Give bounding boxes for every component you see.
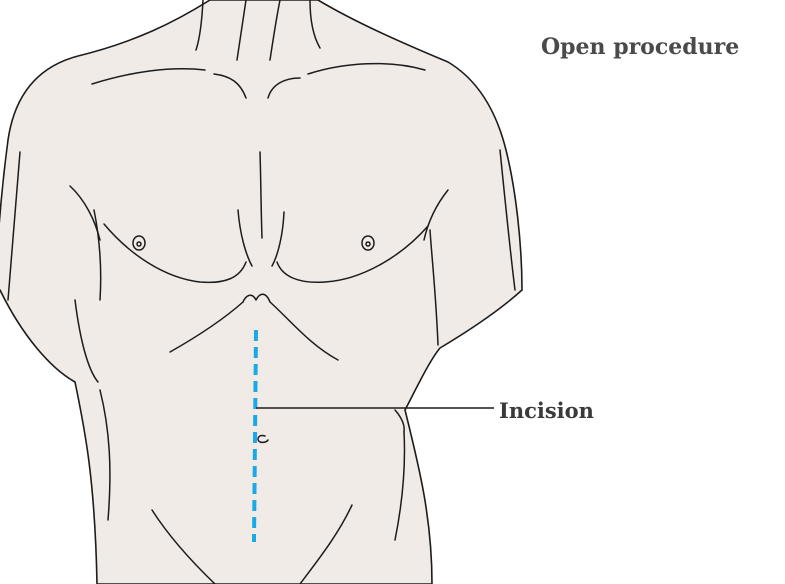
incision-label: Incision xyxy=(499,398,594,423)
torso-outline xyxy=(0,0,522,584)
diagram-title: Open procedure xyxy=(541,34,739,60)
